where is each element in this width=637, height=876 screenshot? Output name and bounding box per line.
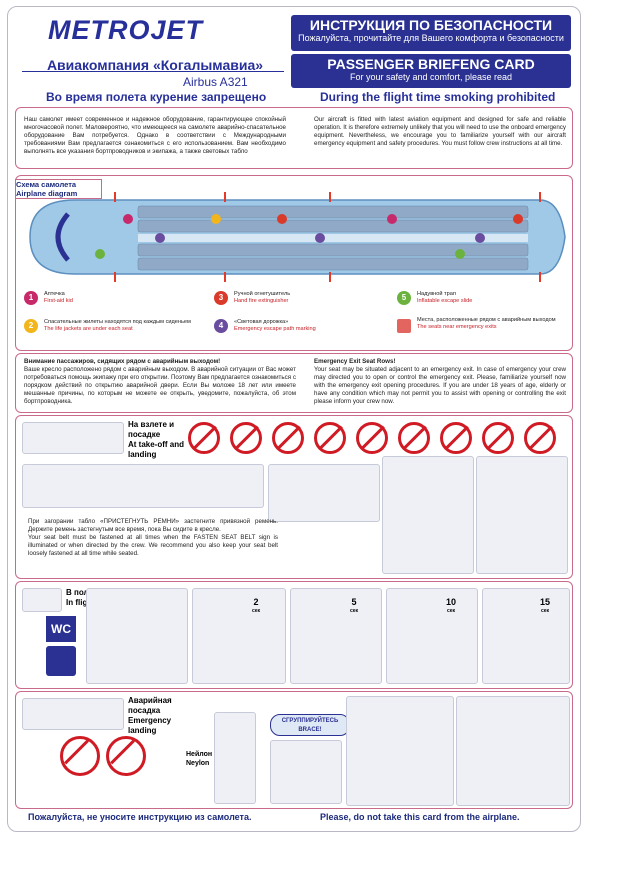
seat-upright-illustration <box>382 456 474 574</box>
diagram-label-ru: Схема самолета <box>16 180 77 189</box>
ru-subtitle: Пожалуйста, прочитайте для Вашего комфор… <box>298 33 564 43</box>
oxygen-mask-illustration-4 <box>386 588 478 684</box>
no-cd-player-icon <box>230 422 262 454</box>
diagram-label-en: Airplane diagram <box>16 189 78 198</box>
cockpit-window <box>55 212 70 262</box>
intro-en: Our aircraft is fitted with latest aviat… <box>314 116 566 147</box>
oxygen-mask-illustration-5 <box>482 588 570 684</box>
escape-path-icon: 4 <box>214 319 228 333</box>
no-hairdryer-icon <box>482 422 514 454</box>
exit-seat-swatch <box>397 319 411 333</box>
diagram-panel <box>15 175 573 351</box>
seatbelt-instructions: При загорании табло «ПРИСТЕГНУТЬ РЕМНИ» … <box>28 518 278 557</box>
life-jacket-illustration <box>270 740 342 804</box>
smoking-en: During the flight time smoking prohibite… <box>320 90 556 104</box>
exit-arrows <box>114 192 541 282</box>
takeoff-illustration <box>22 422 124 454</box>
intro-panel: Наш самолет имеет современное и надежное… <box>15 107 573 169</box>
exit-rows-panel: Внимание пассажиров, сидящих рядом с ава… <box>15 353 573 413</box>
no-smoking-wc-icon <box>46 646 76 676</box>
passenger-seated-illustration <box>476 456 568 574</box>
oxygen-mask-illustration-3 <box>290 588 382 684</box>
no-camera-icon <box>272 422 304 454</box>
no-nylon-illustration <box>214 712 256 804</box>
no-toy-car-icon <box>356 422 388 454</box>
exit-rows-ru: Внимание пассажиров, сидящих рядом с ава… <box>24 358 296 405</box>
oxygen-mask-illustration-2 <box>192 588 286 684</box>
wc-sign: WC <box>46 616 76 642</box>
ru-title-box: ИНСТРУКЦИЯ ПО БЕЗОПАСНОСТИ Пожалуйста, п… <box>291 15 571 51</box>
intro-ru: Наш самолет имеет современное и надежное… <box>24 116 286 155</box>
footer-ru: Пожалуйста, не уносите инструкцию из сам… <box>28 812 252 822</box>
exit-rows-en: Emergency Exit Seat Rows! Your seat may … <box>314 358 566 405</box>
no-glasses-icon <box>60 736 100 776</box>
legend-item-life-jacket: Спасательные жилеты находятся под каждым… <box>44 319 191 332</box>
tray-table-illustration <box>268 464 380 522</box>
aircraft-model: Airbus A321 <box>183 75 248 89</box>
en-title: PASSENGER BRIEFENG CARD <box>327 56 535 72</box>
smoking-ru: Во время полета курение запрещено <box>46 90 267 104</box>
no-phone-icon <box>398 422 430 454</box>
airplane-diagram <box>29 192 566 282</box>
metrojet-logo: METROJET <box>48 15 204 45</box>
seat-rows <box>137 205 529 271</box>
en-title-box: PASSENGER BRIEFENG CARD For your safety … <box>291 54 571 88</box>
legend-item-escape-path: «Световая дорожка»Emergency escape path … <box>234 319 316 332</box>
ru-title: ИНСТРУКЦИЯ ПО БЕЗОПАСНОСТИ <box>309 17 553 33</box>
no-shaver-icon <box>440 422 472 454</box>
no-remote-icon <box>524 422 556 454</box>
safety-card: METROJET Авиакомпания «Когалымавиа» Airb… <box>7 6 581 832</box>
diagram-markers <box>95 214 523 259</box>
aisle <box>138 234 528 242</box>
header-divider <box>22 71 284 72</box>
emergency-exit-illustration <box>456 696 570 806</box>
oxygen-mask-illustration-1 <box>86 588 188 684</box>
fire-extinguisher-icon: 3 <box>214 291 228 305</box>
life-jacket-icon: 2 <box>24 319 38 333</box>
brace-position-illustration <box>346 696 454 806</box>
footer-en: Please, do not take this card from the a… <box>320 812 520 822</box>
legend-item-exit-seats: Места, расположенные рядом с аварийным в… <box>417 317 556 330</box>
inflight-plane-illustration <box>22 588 62 612</box>
airline-name: Авиакомпания «Когалымавиа» <box>46 57 264 73</box>
no-laptop-icon <box>188 422 220 454</box>
emergency-landing-illustration <box>22 698 124 730</box>
en-subtitle: For your safety and comfort, please read <box>349 72 513 82</box>
first-aid-icon: 1 <box>24 291 38 305</box>
no-high-heels-icon <box>106 736 146 776</box>
diagram-label: Схема самолета Airplane diagram <box>15 179 102 199</box>
seatbelt-illustration <box>22 464 264 508</box>
escape-slide-icon: 5 <box>397 291 411 305</box>
no-microphone-icon <box>314 422 346 454</box>
